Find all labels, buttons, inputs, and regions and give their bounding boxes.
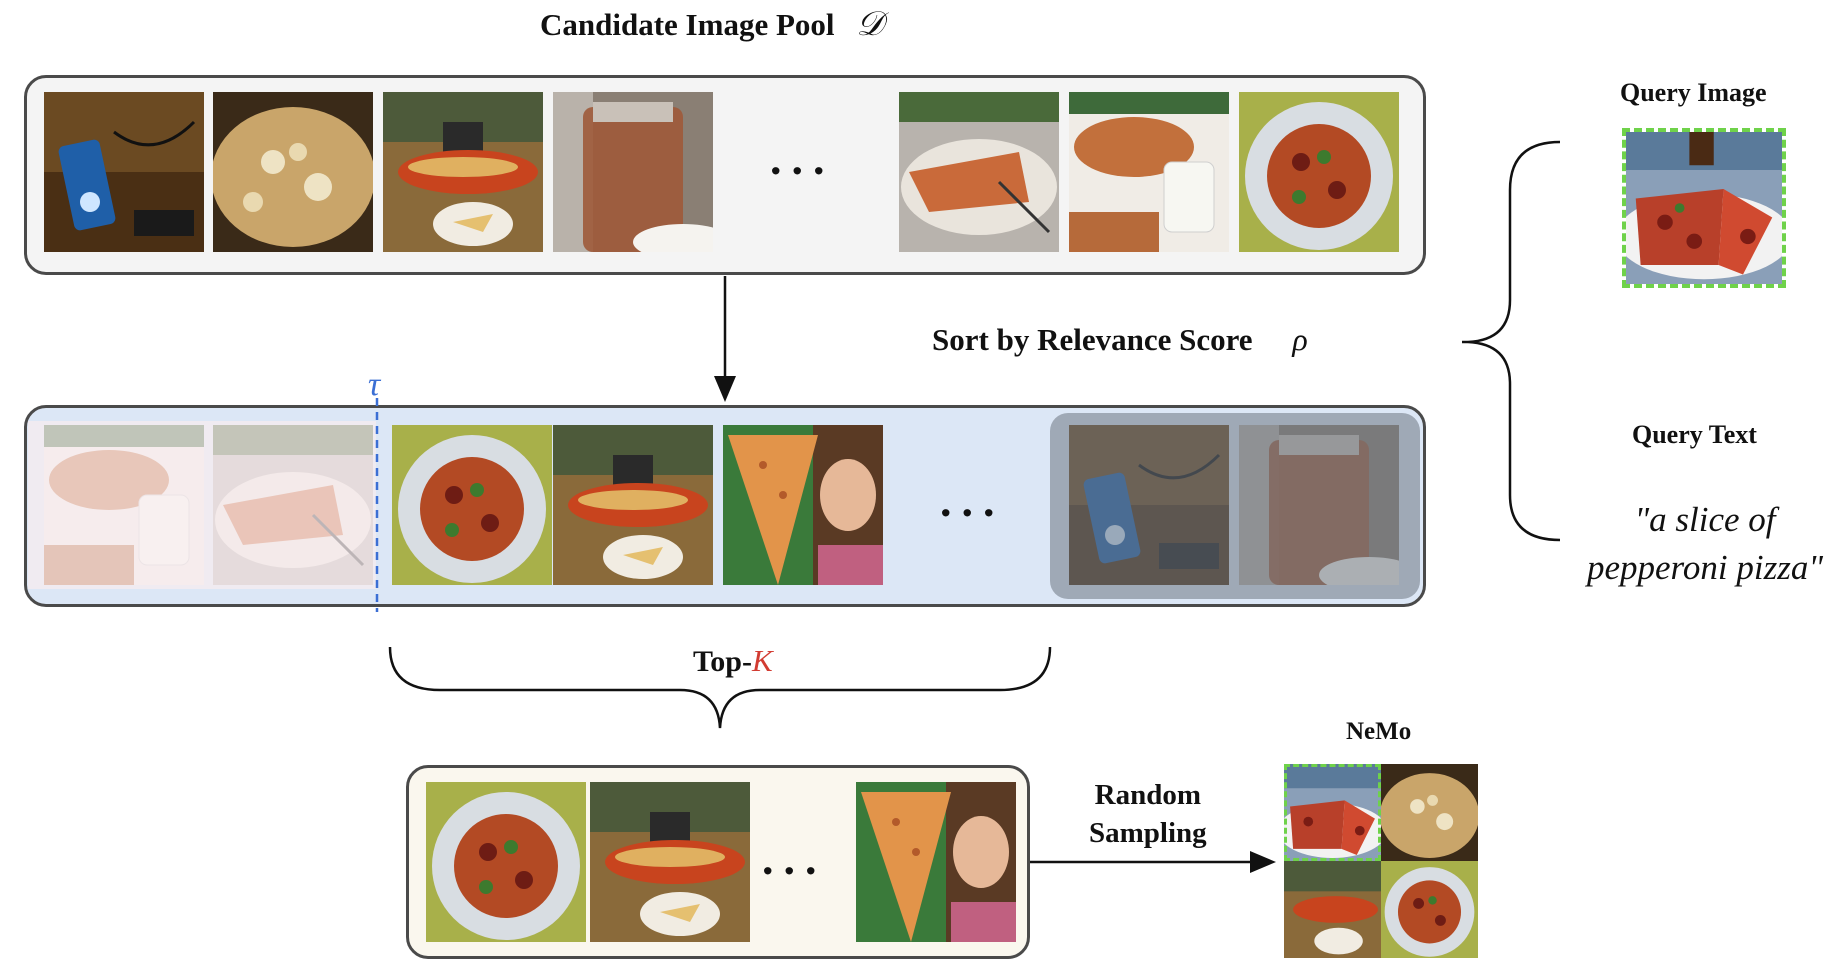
query-text-line2: pepperoni pizza"	[1586, 548, 1824, 587]
girl-with-pizza-slice-image	[856, 782, 1016, 942]
pool-ellipsis: ...	[770, 133, 835, 184]
rho-symbol: ρ	[1292, 321, 1308, 357]
query-brace	[1467, 140, 1561, 542]
pool-image	[383, 92, 543, 252]
query-text-label: Query Text	[1632, 420, 1757, 449]
sampling-arrowhead	[1250, 851, 1276, 873]
nemo-image	[1381, 861, 1478, 958]
pizza-slice-plate-image	[899, 92, 1059, 252]
k-symbol: K	[751, 643, 773, 678]
random-sampling-line1: Random	[1094, 779, 1202, 811]
topk-image	[590, 782, 750, 942]
pizza-table-image	[590, 782, 750, 942]
query-image-label: Query Image	[1620, 78, 1767, 107]
pool-image	[1069, 92, 1229, 252]
cheese-pizza-image	[1381, 764, 1478, 861]
sorted-image	[723, 425, 883, 585]
pool-title: Candidate Image Pool 𝒟	[540, 6, 883, 44]
pepperoni-pizza-plate-image	[1381, 861, 1478, 958]
topk-image	[426, 782, 586, 942]
pepperoni-pizza-plate-image	[1239, 92, 1399, 252]
sorted-image	[553, 425, 713, 585]
sort-label-text: Sort by Relevance Score	[932, 322, 1253, 357]
iced-drink-image	[553, 92, 713, 252]
sort-label: Sort by Relevance Score ρ	[932, 321, 1308, 358]
pizza-and-drink-image	[1069, 92, 1229, 252]
query-text-line1: "a slice of	[1634, 500, 1776, 539]
nemo-image	[1284, 764, 1381, 861]
random-sampling-line2: Sampling	[1089, 817, 1207, 849]
cheese-pizza-image	[213, 92, 373, 252]
nemo-grid	[1284, 764, 1478, 958]
nemo-image	[1284, 861, 1381, 958]
pizza-table-image	[1284, 861, 1381, 958]
pool-image	[44, 92, 204, 252]
pepperoni-pizza-slices-image	[1626, 132, 1782, 284]
pepperoni-pizza-slices-image	[1284, 764, 1381, 861]
pool-image	[1239, 92, 1399, 252]
query-text: "a slice of pepperoni pizza"	[1572, 496, 1838, 592]
sorted-image	[392, 425, 552, 585]
pool-image	[213, 92, 373, 252]
tau-symbol: τ	[368, 366, 381, 403]
nemo-image	[1381, 764, 1478, 861]
topk-brace	[388, 646, 1052, 729]
pepperoni-pizza-plate-image	[392, 425, 552, 585]
ipod-on-table-image	[44, 92, 204, 252]
query-image-frame	[1622, 128, 1786, 288]
topk-ellipsis: ...	[762, 833, 827, 884]
topk-label: Top-K	[693, 643, 773, 679]
pool-symbol: 𝒟	[856, 6, 884, 43]
nemo-query-highlight	[1284, 764, 1381, 861]
below-threshold-fade	[28, 421, 376, 589]
pool-image	[553, 92, 713, 252]
topk-prefix: Top-	[693, 645, 752, 678]
random-sampling-label: Random Sampling	[1089, 776, 1207, 852]
pizza-table-image	[553, 425, 713, 585]
pool-image	[899, 92, 1059, 252]
sorted-ellipsis: ...	[940, 475, 1005, 526]
girl-with-pizza-slice-image	[723, 425, 883, 585]
low-score-veil	[1050, 413, 1420, 599]
topk-image	[856, 782, 1016, 942]
nemo-label: NeMo	[1346, 718, 1412, 745]
pool-title-text: Candidate Image Pool	[540, 7, 835, 42]
pizza-table-image	[383, 92, 543, 252]
pepperoni-pizza-plate-image	[426, 782, 586, 942]
